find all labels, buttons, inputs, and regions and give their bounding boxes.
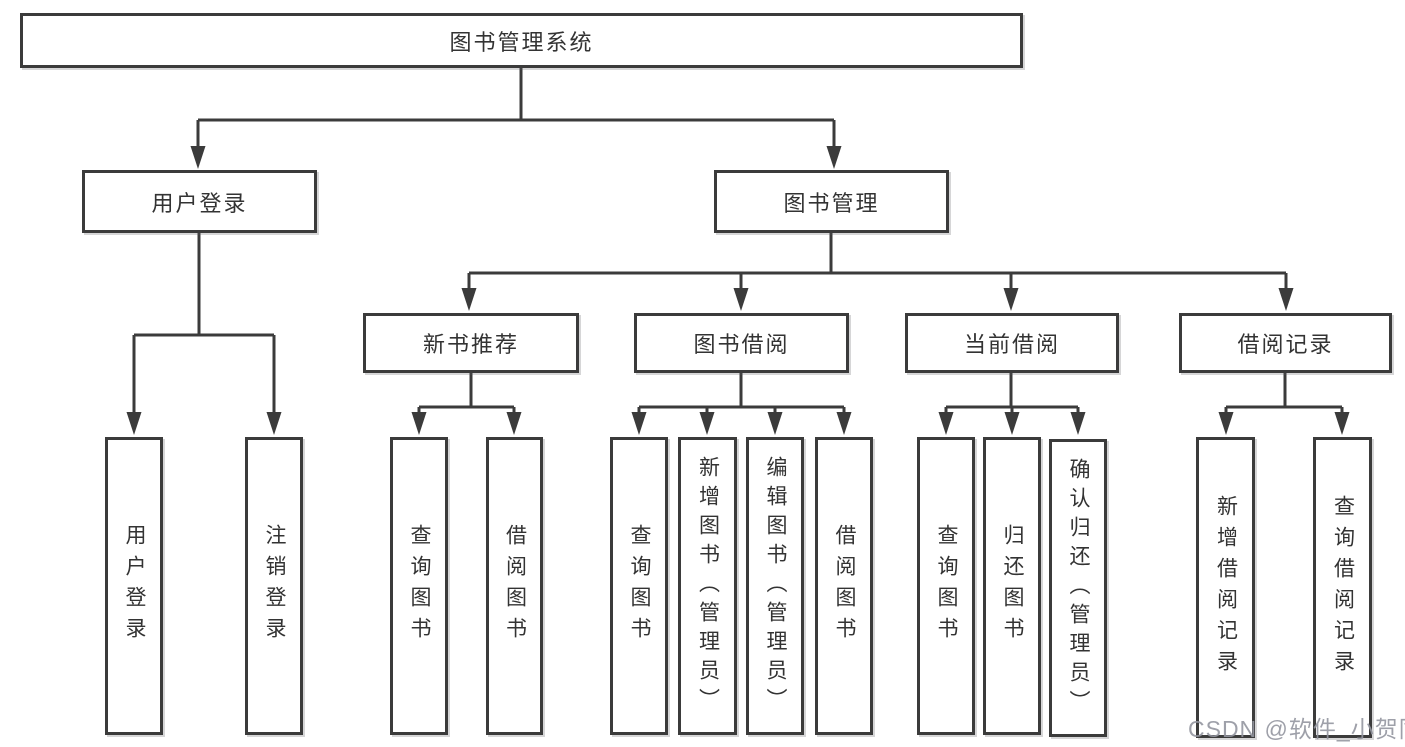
- node-book-borrow-label: 图书借阅: [693, 332, 790, 357]
- leaf-current-query-book-label: 查询图书: [935, 524, 958, 648]
- leaf-current-confirm-return-label: 确认归还（管理员）: [1067, 457, 1090, 719]
- node-borrow-records: 借阅记录: [1179, 313, 1392, 373]
- node-book-mgmt-branch: 图书管理: [714, 170, 949, 233]
- connector-rec-branch: [417, 373, 516, 414]
- connector-mgmt-branch: [467, 233, 1288, 290]
- leaf-records-add-record-label: 新增借阅记录: [1214, 494, 1238, 681]
- leaf-borrow-add-book: 新增图书（管理员）: [678, 437, 737, 735]
- leaf-borrow-borrow-book-label: 借阅图书: [833, 524, 856, 648]
- node-user-login-branch-label: 用户登录: [151, 190, 248, 216]
- connector-login-branch: [132, 233, 276, 414]
- node-root: 图书管理系统: [20, 13, 1023, 68]
- node-book-borrow: 图书借阅: [634, 313, 849, 373]
- node-current-borrow-label: 当前借阅: [963, 332, 1060, 357]
- csdn-watermark: CSDN @软件_小贺同学: [1188, 716, 1405, 742]
- leaf-logout-label: 注销登录: [263, 524, 286, 648]
- leaf-user-login-label: 用户登录: [123, 524, 146, 648]
- leaf-current-query-book: 查询图书: [917, 437, 975, 735]
- leaf-records-add-record: 新增借阅记录: [1196, 437, 1255, 738]
- connector-records-branch: [1224, 373, 1344, 414]
- leaf-records-query-record-label: 查询借阅记录: [1331, 494, 1355, 681]
- node-new-book-rec-label: 新书推荐: [422, 332, 519, 357]
- leaf-borrow-query-book-label: 查询图书: [628, 524, 651, 648]
- connector-borrow-branch: [637, 373, 846, 414]
- node-user-login-branch: 用户登录: [82, 170, 317, 233]
- leaf-current-confirm-return: 确认归还（管理员）: [1049, 439, 1107, 737]
- node-new-book-rec: 新书推荐: [363, 313, 579, 373]
- leaf-borrow-edit-book: 编辑图书（管理员）: [746, 437, 804, 735]
- node-root-label: 图书管理系统: [449, 29, 594, 55]
- leaf-current-return-book-label: 归还图书: [1001, 524, 1024, 648]
- leaf-borrow-query-book: 查询图书: [610, 437, 668, 735]
- node-book-mgmt-branch-label: 图书管理: [783, 190, 880, 216]
- leaf-rec-query-book: 查询图书: [390, 437, 448, 735]
- leaf-borrow-edit-book-label: 编辑图书（管理员）: [764, 455, 787, 717]
- leaf-records-query-record: 查询借阅记录: [1313, 437, 1372, 738]
- node-borrow-records-label: 借阅记录: [1237, 332, 1334, 357]
- connector-root: [196, 68, 836, 148]
- leaf-borrow-borrow-book: 借阅图书: [815, 437, 873, 735]
- leaf-logout: 注销登录: [245, 437, 303, 735]
- leaf-rec-borrow-book: 借阅图书: [486, 437, 543, 735]
- node-current-borrow: 当前借阅: [905, 313, 1119, 373]
- connector-current-branch: [944, 373, 1080, 414]
- leaf-rec-borrow-book-label: 借阅图书: [503, 524, 527, 648]
- leaf-borrow-add-book-label: 新增图书（管理员）: [696, 455, 720, 717]
- leaf-rec-query-book-label: 查询图书: [408, 524, 431, 648]
- leaf-user-login: 用户登录: [105, 437, 163, 735]
- leaf-current-return-book: 归还图书: [983, 437, 1041, 735]
